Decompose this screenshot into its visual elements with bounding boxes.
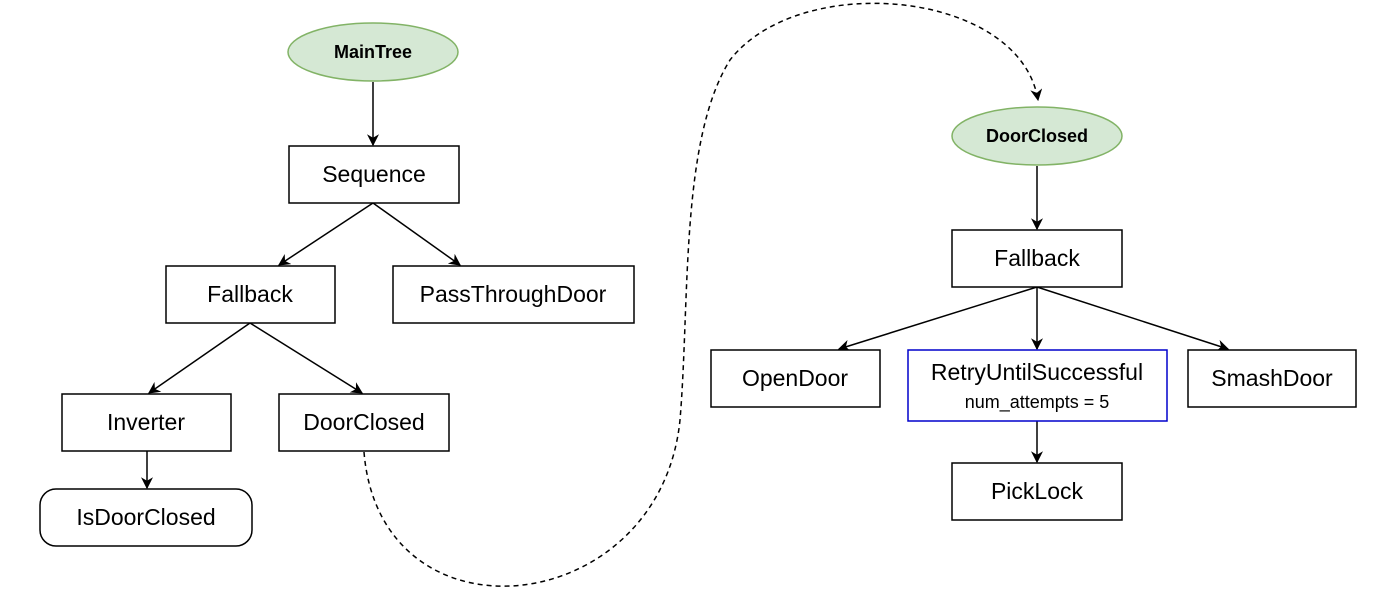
node-doorclosed: DoorClosed (278, 393, 450, 452)
node-retry-param: num_attempts = 5 (965, 392, 1110, 413)
node-isdoorclosed: IsDoorClosed (39, 488, 253, 547)
subtree-edges (837, 166, 1230, 464)
edge-sequence-passthroughdoor (372, 202, 461, 266)
node-subtree-fallback: Fallback (951, 229, 1123, 288)
node-opendoor-label: OpenDoor (742, 365, 848, 391)
main-tree-edges (141, 82, 461, 490)
node-picklock: PickLock (951, 462, 1123, 521)
node-sequence: Sequence (288, 145, 460, 204)
edge-fallback-smashdoor (1036, 286, 1230, 352)
subtree-link-edge (363, 2, 1043, 587)
node-picklock-label: PickLock (991, 478, 1084, 504)
node-passthroughdoor: PassThroughDoor (392, 265, 635, 324)
edge-sequence-fallback (277, 202, 374, 266)
node-fallback: Fallback (165, 265, 336, 324)
root-maintree-label: MainTree (334, 42, 412, 62)
node-doorclosed-label: DoorClosed (303, 409, 424, 435)
node-passthroughdoor-label: PassThroughDoor (420, 281, 607, 307)
edge-fallback-inverter (148, 322, 251, 394)
node-smashdoor: SmashDoor (1187, 349, 1357, 408)
root-doorclosed: DoorClosed (951, 106, 1123, 166)
node-fallback-label: Fallback (207, 281, 293, 307)
node-smashdoor-label: SmashDoor (1211, 365, 1333, 391)
node-inverter: Inverter (61, 393, 232, 452)
node-opendoor: OpenDoor (710, 349, 881, 408)
node-subtree-fallback-label: Fallback (994, 245, 1080, 271)
node-retryuntilsuccessful: RetryUntilSuccessful num_attempts = 5 (907, 349, 1168, 422)
node-sequence-label: Sequence (322, 161, 426, 187)
edge-fallback-opendoor (837, 286, 1038, 352)
node-inverter-label: Inverter (107, 409, 185, 435)
node-isdoorclosed-label: IsDoorClosed (76, 504, 215, 530)
edge-fallback-doorclosed (249, 322, 364, 394)
root-doorclosed-label: DoorClosed (986, 126, 1088, 146)
node-retry-label: RetryUntilSuccessful (931, 359, 1143, 385)
root-maintree: MainTree (287, 22, 459, 82)
